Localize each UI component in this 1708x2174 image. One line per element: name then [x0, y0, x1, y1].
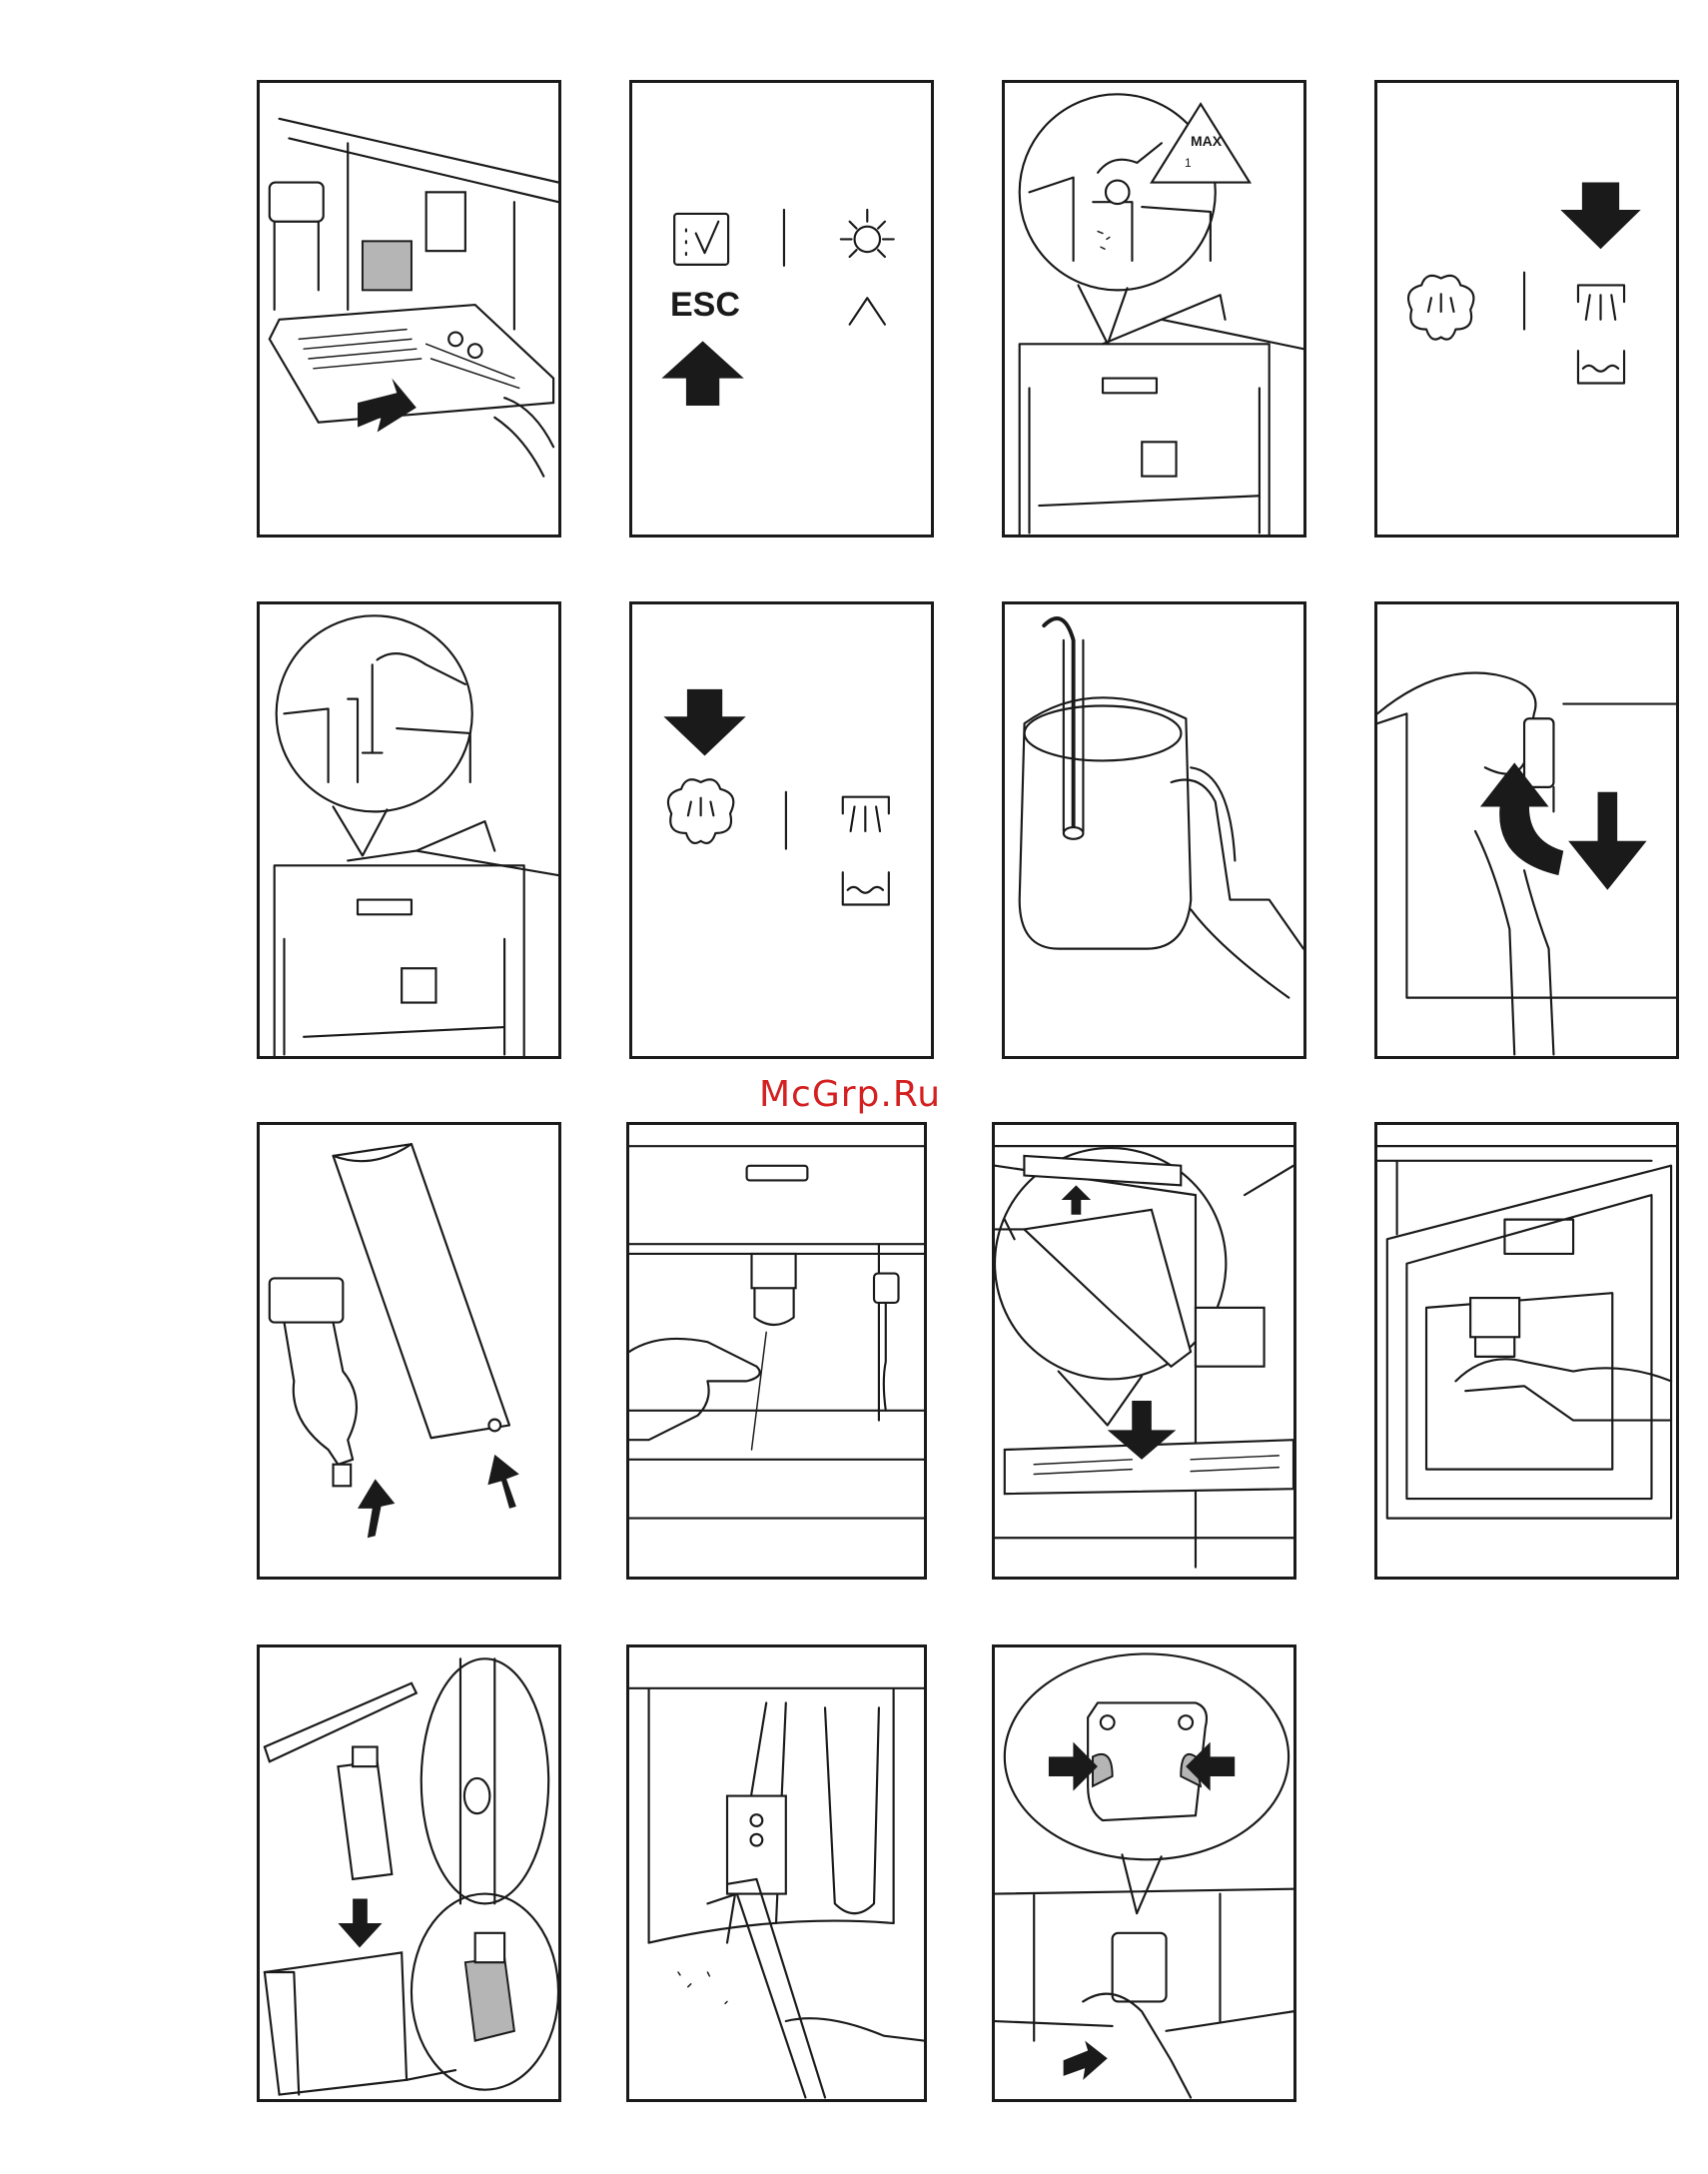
- hot-water-icon: [843, 797, 889, 831]
- cup-icon: [843, 872, 889, 904]
- step-drip-tray-detail: [992, 1122, 1296, 1580]
- nozzle-parts-illustration: [260, 1125, 558, 1577]
- hot-water-icon: [1578, 285, 1624, 319]
- step-milk-jug: [1002, 601, 1306, 1059]
- milk-jug-illustration: [1005, 604, 1303, 1056]
- arrow-down-icon: [338, 1898, 382, 1947]
- up-caret-icon: [850, 298, 885, 324]
- step-insert-tablet: [257, 601, 561, 1059]
- remove-brew-group-illustration: [995, 1647, 1293, 2099]
- display-steam-illustration: [1377, 83, 1676, 535]
- confirm-icon: [674, 214, 728, 265]
- light-icon: [841, 210, 894, 257]
- steam-icon: [1408, 276, 1473, 340]
- step-remove-drip-tray: [257, 80, 561, 538]
- arrow-down-icon: [1568, 792, 1646, 890]
- esc-label: ESC: [670, 286, 740, 325]
- arrow-up-icon: [487, 1455, 518, 1509]
- step-display-steam: [1374, 80, 1679, 538]
- watermark: McGrp.Ru: [759, 1074, 941, 1115]
- arrow-up-icon: [661, 341, 743, 406]
- vacuum-illustration: [629, 1647, 924, 2099]
- arrow-down-icon: [663, 689, 745, 756]
- wipe-front-illustration: [1377, 1125, 1676, 1577]
- drip-tray-detail-illustration: [995, 1125, 1293, 1577]
- step-remove-brew-group: [992, 1644, 1296, 2102]
- step-wipe-front: [1374, 1122, 1679, 1580]
- step-display-steam-down: [629, 601, 934, 1059]
- display-steam-down-illustration: [632, 604, 931, 1056]
- remove-drip-tray-illustration: [260, 83, 558, 535]
- arrow-down-icon: [1560, 183, 1640, 250]
- remove-nozzle-illustration: [1377, 604, 1676, 1056]
- clean-nozzle-illustration: [629, 1125, 924, 1577]
- insert-tablet-illustration: [260, 604, 558, 1056]
- container-illustration: [260, 1647, 558, 2099]
- fill-powder-illustration: [1005, 83, 1303, 535]
- warning-max-label: MAX: [1191, 133, 1222, 149]
- step-vacuum: [626, 1644, 927, 2102]
- step-clean-nozzle: [626, 1122, 927, 1580]
- warning-qty-label: 1: [1185, 156, 1192, 170]
- steam-icon: [668, 779, 733, 843]
- arrow-up-icon: [358, 1479, 395, 1538]
- step-nozzle-parts: [257, 1122, 561, 1580]
- step-container: [257, 1644, 561, 2102]
- cup-icon: [1578, 351, 1624, 383]
- step-fill-powder: MAX 1: [1002, 80, 1306, 538]
- arrow-down-icon: [1064, 2041, 1108, 2080]
- step-display-esc: ESC: [629, 80, 934, 538]
- arrow-up-icon: [1062, 1185, 1091, 1214]
- step-remove-nozzle: [1374, 601, 1679, 1059]
